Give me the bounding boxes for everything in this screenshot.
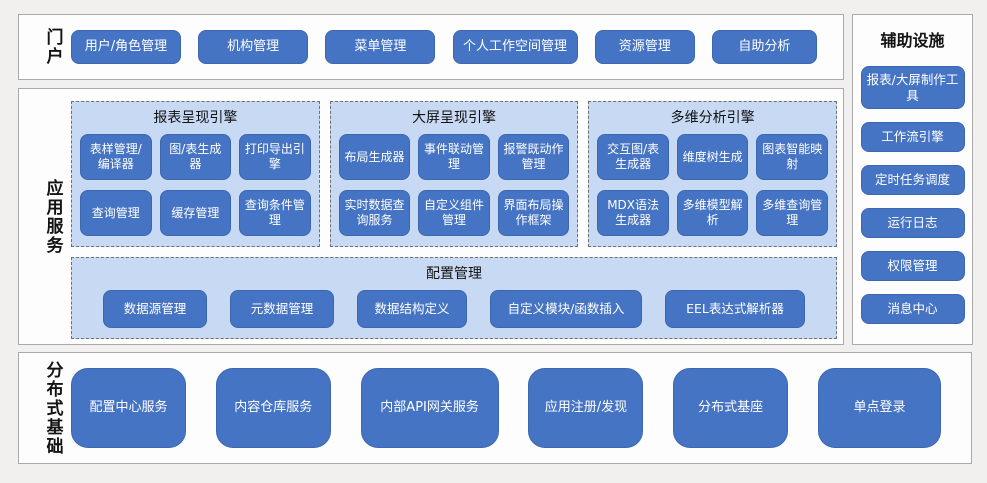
portal-item-resource-mgmt: 资源管理	[594, 30, 695, 64]
engine-item-alarm-action-mgmt: 报警既动作管理	[497, 134, 570, 180]
distributed-section: 分布式基础 配置中心服务 内容仓库服务 内部API网关服务 应用注册/发现 分布…	[18, 352, 972, 464]
engine-item-mdx-generator: MDX语法生成器	[597, 190, 669, 236]
dist-item-app-registry: 应用注册/发现	[528, 368, 644, 448]
distributed-section-label: 分布式基础	[42, 360, 63, 456]
engine-item-ui-layout-framework: 界面布局操作框架	[497, 190, 570, 236]
config-mgmt-panel: 配置管理 数据源管理 元数据管理 数据结构定义 自定义模块/函数插入 EEL表达…	[71, 257, 837, 339]
aux-item-permission-mgmt: 权限管理	[860, 251, 965, 282]
config-mgmt-title: 配置管理	[426, 266, 482, 282]
config-item-eel-parser: EEL表达式解析器	[665, 290, 805, 328]
aux-item-scheduler: 定时任务调度	[860, 165, 965, 196]
engine-item-query-condition-mgmt: 查询条件管理	[239, 190, 311, 236]
config-mgmt-items: 数据源管理 元数据管理 数据结构定义 自定义模块/函数插入 EEL表达式解析器	[80, 290, 828, 328]
aux-item-report-bigscreen-tool: 报表/大屏制作工具	[860, 66, 965, 110]
portal-item-self-analysis: 自助分析	[711, 30, 817, 64]
dist-item-distributed-base: 分布式基座	[673, 368, 789, 448]
olap-engine-title: 多维分析引擎	[670, 110, 755, 126]
config-item-metadata-mgmt: 元数据管理	[230, 290, 334, 328]
portal-items: 用户/角色管理 机构管理 菜单管理 个人工作空间管理 资源管理 自助分析	[71, 30, 817, 64]
dist-item-api-gateway: 内部API网关服务	[360, 368, 499, 448]
report-engine-title: 报表呈现引擎	[153, 110, 238, 126]
aux-item-message-center: 消息中心	[860, 294, 965, 325]
engine-item-layout-generator: 布局生成器	[338, 134, 411, 180]
engine-item-model-parsing: 多维模型解析	[676, 190, 749, 236]
bigscreen-engine-panel: 大屏呈现引擎 布局生成器 事件联动管理 报警既动作管理 实时数据查询服务 自定义…	[329, 101, 579, 247]
auxiliary-section-label: 辅助设施	[880, 31, 945, 50]
engine-item-interactive-chart-generator: 交互图/表生成器	[597, 134, 669, 180]
engine-item-query-mgmt: 查询管理	[80, 190, 152, 236]
engine-item-print-export: 打印导出引擎	[239, 134, 311, 180]
portal-item-user-role-mgmt: 用户/角色管理	[71, 30, 181, 64]
bigscreen-engine-title: 大屏呈现引擎	[412, 110, 496, 126]
engine-item-custom-component-mgmt: 自定义组件管理	[418, 190, 490, 236]
engine-item-multidim-query-mgmt: 多维查询管理	[756, 190, 828, 236]
engine-item-cache-mgmt: 缓存管理	[159, 190, 232, 236]
auxiliary-items: 报表/大屏制作工具 工作流引擎 定时任务调度 运行日志 权限管理 消息中心	[860, 66, 965, 325]
engine-item-style-compiler: 表样管理/编译器	[80, 134, 152, 180]
app-services-section: 应用服务 报表呈现引擎 表样管理/编译器 图/表生成器 打印导出引擎 查询管理 …	[18, 88, 844, 345]
app-services-content: 报表呈现引擎 表样管理/编译器 图/表生成器 打印导出引擎 查询管理 缓存管理 …	[71, 95, 838, 339]
bigscreen-engine-items: 布局生成器 事件联动管理 报警既动作管理 实时数据查询服务 自定义组件管理 界面…	[338, 134, 570, 236]
portal-section-label: 门户	[42, 28, 63, 66]
report-engine-panel: 报表呈现引擎 表样管理/编译器 图/表生成器 打印导出引擎 查询管理 缓存管理 …	[71, 101, 320, 247]
portal-section: 门户 用户/角色管理 机构管理 菜单管理 个人工作空间管理 资源管理 自助分析	[18, 14, 844, 80]
engine-item-smart-chart-mapping: 图表智能映射	[756, 134, 828, 180]
portal-item-workspace-mgmt: 个人工作空间管理	[452, 30, 578, 64]
dist-item-content-repo: 内容仓库服务	[215, 368, 331, 448]
engine-item-event-linkage: 事件联动管理	[418, 134, 490, 180]
engine-panels: 报表呈现引擎 表样管理/编译器 图/表生成器 打印导出引擎 查询管理 缓存管理 …	[71, 101, 838, 247]
engine-item-realtime-query: 实时数据查询服务	[338, 190, 411, 236]
config-item-datasource-mgmt: 数据源管理	[103, 290, 207, 328]
config-item-data-structure: 数据结构定义	[357, 290, 467, 328]
aux-item-run-log: 运行日志	[860, 208, 965, 239]
dist-item-sso: 单点登录	[817, 368, 941, 448]
app-services-section-label: 应用服务	[42, 178, 63, 255]
distributed-items: 配置中心服务 内容仓库服务 内部API网关服务 应用注册/发现 分布式基座 单点…	[71, 368, 941, 448]
portal-item-org-mgmt: 机构管理	[198, 30, 309, 64]
dist-item-config-center: 配置中心服务	[71, 368, 186, 448]
olap-engine-items: 交互图/表生成器 维度树生成 图表智能映射 MDX语法生成器 多维模型解析 多维…	[597, 134, 828, 236]
portal-item-menu-mgmt: 菜单管理	[325, 30, 436, 64]
engine-item-chart-generator: 图/表生成器	[159, 134, 232, 180]
config-item-custom-module-function: 自定义模块/函数插入	[490, 290, 642, 328]
auxiliary-section: 辅助设施 报表/大屏制作工具 工作流引擎 定时任务调度 运行日志 权限管理 消息…	[852, 14, 973, 345]
aux-item-workflow-engine: 工作流引擎	[860, 122, 965, 153]
report-engine-items: 表样管理/编译器 图/表生成器 打印导出引擎 查询管理 缓存管理 查询条件管理	[80, 134, 311, 236]
olap-engine-panel: 多维分析引擎 交互图/表生成器 维度树生成 图表智能映射 MDX语法生成器 多维…	[588, 101, 838, 247]
engine-item-dimension-tree: 维度树生成	[676, 134, 749, 180]
